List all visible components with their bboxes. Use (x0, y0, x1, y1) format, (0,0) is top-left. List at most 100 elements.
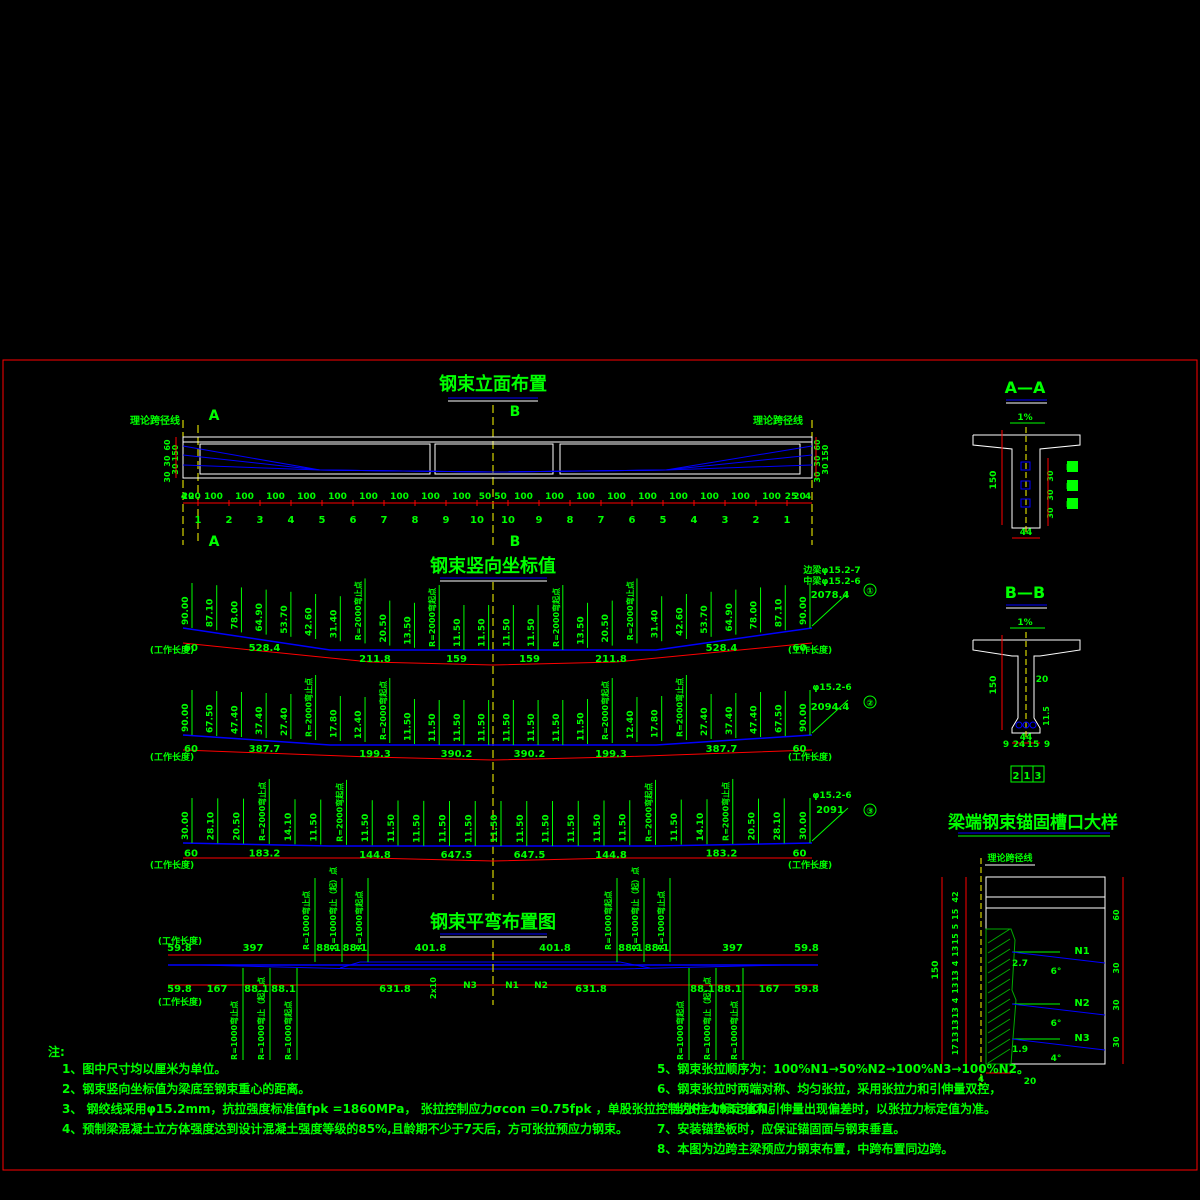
left-dim: 4 (951, 960, 960, 966)
ordinate-value: 17.80 (329, 710, 339, 738)
tendon-spec: φ15.2-6 (812, 683, 851, 693)
bend-point-label: R=2000弯起点 (427, 588, 437, 647)
plan-top-dim: 88.1 (618, 943, 643, 954)
plan-bend-label-bottom: R=1000弯止点 (729, 1001, 739, 1060)
left-dim: 13 (951, 1019, 960, 1030)
tendon-tag-box (1067, 498, 1078, 509)
tendon-elevation-n3 (182, 464, 813, 473)
bend-point-label: R=2000弯止点 (257, 782, 267, 841)
right-dim: 30 (1112, 1036, 1121, 1048)
ordinate-value: 47.40 (230, 706, 240, 734)
beam-diaphragm-bay (559, 443, 801, 475)
ordinate-value: 31.40 (651, 610, 661, 638)
tendon-total-length: 2091 (816, 805, 844, 816)
elevation-dim: 100 (700, 492, 719, 502)
left-dim: 13 (951, 1032, 960, 1043)
elevation-dim: 50 (479, 492, 492, 502)
bend-point-label: R=2000弯起点 (551, 588, 561, 647)
length-dim: 647.5 (514, 850, 546, 861)
slope-label: 1% (1017, 413, 1032, 423)
ordinate-value: 11.50 (670, 813, 680, 841)
plan-top-dim: 397 (722, 943, 743, 954)
ordinate-value: 20.50 (233, 812, 243, 840)
ordinate-value: 67.50 (206, 705, 216, 733)
left-dim: 17 (951, 1044, 960, 1055)
tendon-spec-middle: 中梁φ15.2-6 (803, 575, 860, 587)
ordinate-value: 11.50 (527, 714, 537, 742)
ordinate-value: 11.50 (478, 714, 488, 742)
length-dim: 183.2 (249, 849, 281, 860)
ordinate-value: 11.50 (527, 619, 537, 647)
left-dim: 4 (951, 997, 960, 1003)
hatch-line (987, 938, 1011, 954)
bend-point-label: R=2000弯止点 (721, 782, 731, 841)
elevation-dim: 25 (785, 492, 798, 502)
total-height-dim: 150 (931, 961, 941, 980)
plan-bottom-dim: 88.1 (244, 984, 269, 995)
ordinate-value: 11.50 (593, 814, 603, 842)
elevation-dim: 50 (494, 492, 507, 502)
ordinate-value: 11.50 (453, 619, 463, 647)
duct-order-number: 1 (1024, 771, 1031, 782)
elevation-dim: 100 (297, 492, 316, 502)
ordinate-value: 11.50 (567, 814, 577, 842)
hatch-line (987, 1028, 1011, 1044)
hatch-line (987, 948, 1011, 964)
length-dim: 60 (184, 744, 198, 755)
work-length-label-left: (工作长度) (150, 644, 194, 656)
section-width-dim: 44 (1020, 528, 1033, 538)
note-item: 1、图中尺寸均以厘米为单位。 (62, 1062, 227, 1076)
offset-dim: 1.9 (1012, 1045, 1028, 1055)
ordinate-value: 20.50 (379, 614, 389, 642)
plan-top-dim: 88.1 (645, 943, 670, 954)
length-dim: 159 (446, 654, 467, 665)
ordinate-value: 31.40 (329, 610, 339, 638)
ordinate-value: 90.00 (799, 597, 809, 625)
ordinate-value: 78.00 (230, 601, 240, 629)
ordinate-value: 11.50 (490, 815, 500, 843)
length-dim: 199.3 (359, 749, 391, 760)
bottom-dim: 20 (1024, 1077, 1037, 1087)
elevation-dim: 100 (762, 492, 781, 502)
section-title: B—B (1005, 583, 1045, 602)
ordinate-value: 90.00 (181, 704, 191, 732)
note-item: 2、钢束竖向坐标值为梁底至钢束重心的距离。 (62, 1082, 311, 1096)
detail-title: 梁端钢束锚固槽口大样 (947, 812, 1118, 833)
elevation-dim: 100 (545, 492, 564, 502)
tendon-id: ② (866, 699, 874, 709)
ordinate-value: 11.50 (428, 714, 438, 742)
section-width-dim: 44 (1020, 733, 1033, 743)
ordinate-value: 11.50 (403, 713, 413, 741)
ordinate-value: 11.50 (439, 815, 449, 843)
left-dim: 42 (951, 891, 960, 902)
bend-point-label: R=2000弯止点 (625, 581, 635, 640)
elevation-dim: 100 (731, 492, 750, 502)
bend-point-label: R=2000弯起点 (600, 681, 610, 740)
ordinate-value: 90.00 (799, 704, 809, 732)
t-beam-outline (972, 434, 1081, 529)
plan-bottom-dim: 631.8 (575, 984, 607, 995)
station-number: 9 (536, 515, 543, 526)
plan-top-dim: 59.8 (167, 943, 192, 954)
hatch-line (987, 968, 1011, 984)
plan-bend-label-top: R=1000弯起点 (354, 891, 364, 950)
detail-tendon (1011, 1038, 1106, 1051)
note-item: 3、 钢绞线采用φ15.2mm，抗拉强度标准值fpk =1860MPa， 张拉控… (62, 1102, 780, 1116)
height-dim-left: 30 (163, 455, 172, 467)
ordinate-value: 64.90 (255, 603, 265, 631)
left-dim: 13 (951, 1007, 960, 1018)
bottom-width-dim: 9 (1003, 740, 1009, 750)
section-a-mark-bottom: A (209, 534, 220, 550)
beam-diaphragm-bay (434, 443, 554, 475)
duct-order-number: 2 (1013, 771, 1020, 782)
leader-line (811, 592, 849, 627)
ordinate-value: 53.70 (280, 605, 290, 633)
right-dim: 60 (1112, 909, 1121, 921)
section-title: A—A (1005, 378, 1046, 397)
height-dim-left: 30 (163, 471, 172, 483)
elevation-dim: 100 (266, 492, 285, 502)
station-number: 7 (381, 515, 388, 526)
ordinate-value: 30.00 (181, 812, 191, 840)
ordinate-value: 67.50 (774, 705, 784, 733)
height-dim-right: 30 (821, 463, 830, 475)
